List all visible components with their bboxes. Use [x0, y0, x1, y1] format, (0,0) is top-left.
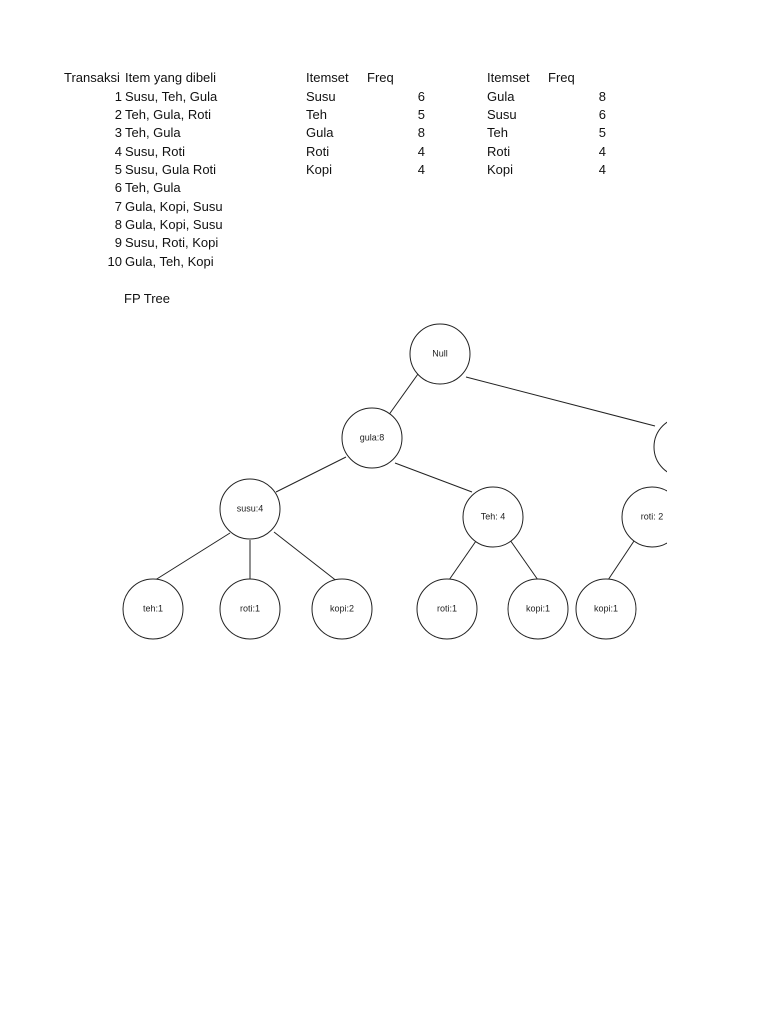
tree-node-right-partial: [653, 421, 667, 473]
tree-node-susu-teh: teh:1: [122, 578, 184, 640]
freq-item: Roti: [487, 144, 511, 159]
transaction-items: Susu, Teh, Gula: [125, 89, 218, 104]
freq-value: 6: [598, 107, 606, 122]
edge-null-gula: [387, 373, 419, 417]
transaction-items: Susu, Roti: [125, 144, 185, 159]
tree-node-label: Teh: 4: [481, 511, 506, 521]
edge-susu-teh: [151, 532, 231, 583]
freq-value: 8: [417, 125, 425, 140]
edge-gula-teh: [394, 462, 473, 493]
transaction-id: 1: [114, 89, 122, 104]
transaction-items: Teh, Gula, Roti: [125, 107, 211, 122]
tree-node-label: gula:8: [360, 432, 385, 442]
transaction-items: Teh, Gula: [125, 180, 181, 195]
transaction-id: 9: [114, 235, 122, 250]
tree-node-label: susu:4: [237, 503, 264, 513]
transaction-id: 4: [114, 144, 122, 159]
tree-node-label: teh:1: [143, 603, 163, 613]
tree-node-teh-kopi: kopi:1: [507, 578, 569, 640]
tree-node-gula: gula:8: [341, 407, 403, 469]
edge-teh-roti: [448, 540, 477, 581]
freq-header-freq: Freq: [367, 70, 394, 85]
transaction-id: 8: [114, 217, 122, 232]
transactions-header-items: Item yang dibeli: [125, 70, 217, 85]
freq-header-itemset: Itemset: [487, 70, 530, 85]
edge-teh-kopi: [509, 539, 539, 581]
freq-value: 4: [417, 144, 425, 159]
tree-node-susu-kopi: kopi:2: [311, 578, 373, 640]
tree-node-label: roti: 2: [641, 511, 664, 521]
tree-node-teh: Teh: 4: [462, 486, 524, 548]
freq-header-freq: Freq: [548, 70, 575, 85]
freq-item: Roti: [306, 144, 330, 159]
tree-node-label: kopi:1: [594, 603, 618, 613]
tree-node-susu-roti: roti:1: [219, 578, 281, 640]
transaction-id: 5: [114, 162, 122, 177]
freq-value: 8: [598, 89, 606, 104]
tree-node-label: kopi:2: [330, 603, 354, 613]
tree-node-susu: susu:4: [219, 478, 281, 540]
fp-tree-title: FP Tree: [124, 291, 171, 306]
freq-value: 4: [417, 162, 425, 177]
freq-value: 6: [417, 89, 425, 104]
freq-item: Kopi: [306, 162, 333, 177]
transaction-id: 3: [114, 125, 122, 140]
freq-item: Gula: [306, 125, 334, 140]
freq-item: Kopi: [487, 162, 514, 177]
freq-value: 5: [598, 125, 606, 140]
transaction-items: Gula, Kopi, Susu: [125, 199, 223, 214]
tree-node-label: roti:1: [437, 603, 457, 613]
transaction-items: Gula, Kopi, Susu: [125, 217, 223, 232]
tree-node-label: roti:1: [240, 603, 260, 613]
freq-value: 4: [598, 162, 606, 177]
freq-value: 4: [598, 144, 606, 159]
transaction-id: 10: [107, 254, 122, 269]
transaction-items: Susu, Roti, Kopi: [125, 235, 219, 250]
tree-node-root: Null: [409, 323, 471, 385]
edge-susu-kopi: [273, 531, 339, 583]
edge-gula-susu: [275, 456, 347, 493]
freq-item: Teh: [487, 125, 508, 140]
transaction-items: Gula, Teh, Kopi: [125, 254, 214, 269]
edge-roti-kopi: [607, 540, 635, 581]
freq-item: Gula: [487, 89, 515, 104]
tree-node-label: kopi:1: [526, 603, 550, 613]
transaction-id: 2: [114, 107, 122, 122]
edge-null-right: [465, 376, 656, 427]
transactions-header-id: Transaksi: [64, 70, 120, 85]
transaction-id: 7: [114, 199, 122, 214]
tree-node-label: Null: [432, 348, 448, 358]
freq-value: 5: [417, 107, 425, 122]
freq-item: Susu: [306, 89, 336, 104]
tree-node-roti-kopi: kopi:1: [575, 578, 637, 640]
freq-item: Teh: [306, 107, 327, 122]
transaction-items: Susu, Gula Roti: [125, 162, 217, 177]
freq-item: Susu: [487, 107, 517, 122]
freq-header-itemset: Itemset: [306, 70, 349, 85]
transaction-items: Teh, Gula: [125, 125, 181, 140]
transaction-id: 6: [114, 180, 122, 195]
tree-node-teh-roti: roti:1: [416, 578, 478, 640]
tree-node-roti-branch: roti: 2: [621, 486, 667, 548]
